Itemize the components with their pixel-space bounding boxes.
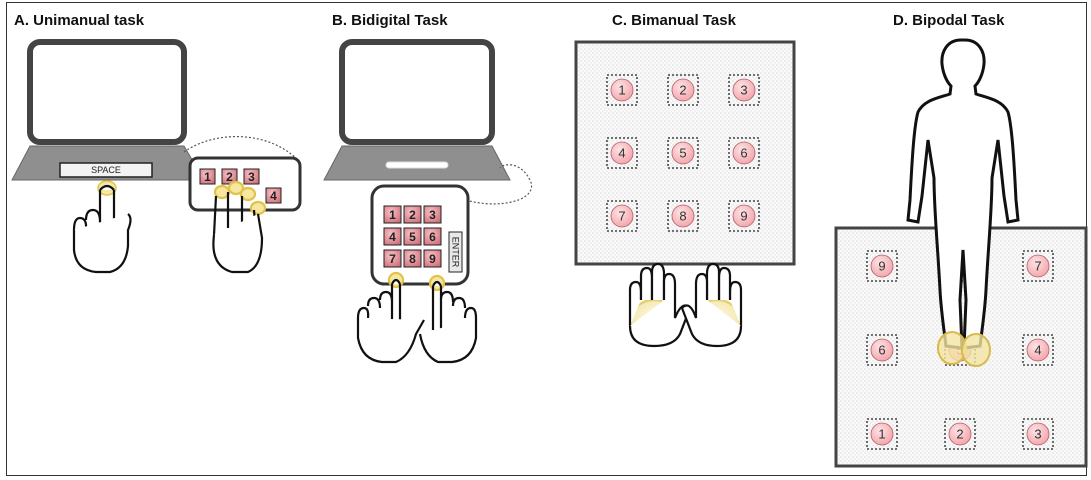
bipodal-target xyxy=(870,338,894,362)
keypad-b-key-label: 4 xyxy=(389,230,396,244)
keypad-b-key-label: 2 xyxy=(409,208,416,222)
keypad-a-key xyxy=(199,168,216,185)
bimanual-target xyxy=(732,141,756,165)
keypad-b-key xyxy=(403,205,422,224)
keypad-a-label-2: 2 xyxy=(226,170,233,184)
standing-person-icon xyxy=(906,38,1020,367)
bipodal-target xyxy=(1026,338,1050,362)
keypad-b-key-label: 9 xyxy=(429,252,436,266)
bipodal-target xyxy=(1026,254,1050,278)
keypad-b-key-label: 8 xyxy=(409,252,416,266)
bimanual-target xyxy=(610,204,634,228)
enter-key xyxy=(448,231,463,273)
keypad-a-key xyxy=(265,187,282,204)
fingers-hand-icon xyxy=(212,180,267,274)
bipodal-target xyxy=(870,254,894,278)
bimanual-target xyxy=(671,204,695,228)
keypad-b-key xyxy=(423,249,442,268)
bipodal-target xyxy=(1026,422,1050,446)
cable-b xyxy=(465,164,533,205)
keypad-b-key xyxy=(383,205,402,224)
keypad-b-key-label: 7 xyxy=(389,252,396,266)
keypad-b-key xyxy=(383,249,402,268)
bimanual-target-label: 5 xyxy=(679,146,686,161)
bimanual-target-label: 7 xyxy=(618,209,625,224)
bipodal-target-frame xyxy=(1022,334,1054,366)
bimanual-target-frame xyxy=(728,137,760,169)
title-bimanual: C. Bimanual Task xyxy=(612,12,736,29)
keypad-b-key-label: 3 xyxy=(429,208,436,222)
bimanual-target-label: 9 xyxy=(740,209,747,224)
keypad-b-key xyxy=(423,205,442,224)
bimanual-target-frame xyxy=(667,74,699,106)
keypad-b-key-label: 5 xyxy=(409,230,416,244)
bipodal-target-frame xyxy=(1022,418,1054,450)
bimanual-target-label: 8 xyxy=(679,209,686,224)
bipodal-target-frame xyxy=(866,250,898,282)
two-palms-icon xyxy=(628,262,743,348)
bimanual-target-frame xyxy=(728,74,760,106)
space-key-label: SPACE xyxy=(91,165,121,175)
bimanual-target-label: 6 xyxy=(740,146,747,161)
bimanual-target xyxy=(732,78,756,102)
bimanual-target xyxy=(671,141,695,165)
bimanual-target-frame xyxy=(667,137,699,169)
keypad-b-key xyxy=(403,227,422,246)
bipodal-target-label: 1 xyxy=(878,427,885,442)
bimanual-target xyxy=(610,78,634,102)
bipodal-target-frame xyxy=(866,418,898,450)
bimanual-target xyxy=(610,141,634,165)
enter-key-label: ENTER xyxy=(451,237,461,268)
bipodal-target xyxy=(948,422,972,446)
keypad-b-key xyxy=(403,249,422,268)
keypad-b-key xyxy=(423,227,442,246)
bipodal-target-label: 7 xyxy=(1034,259,1041,274)
keypad-b-key-label: 6 xyxy=(429,230,436,244)
title-bipodal: D. Bipodal Task xyxy=(893,12,1005,29)
keypad-a-label-4: 4 xyxy=(270,189,277,203)
cable-a xyxy=(183,136,301,163)
keypad-b-key-label: 1 xyxy=(389,208,396,222)
laptop-b xyxy=(323,39,511,181)
bipodal-target-frame xyxy=(1022,250,1054,282)
bipodal-target-frame xyxy=(944,418,976,450)
bimanual-target-frame xyxy=(606,200,638,232)
bipodal-target-label: 3 xyxy=(1034,427,1041,442)
bimanual-target-frame xyxy=(606,74,638,106)
bimanual-target-label: 3 xyxy=(740,83,747,98)
board-c: 1 2 3 4 5 6 7 8 9 xyxy=(574,40,796,266)
bipodal-target xyxy=(870,422,894,446)
keypad-b-key xyxy=(383,227,402,246)
bimanual-target-label: 2 xyxy=(679,83,686,98)
bimanual-target-frame xyxy=(667,200,699,232)
two-hands-icon xyxy=(356,271,478,364)
bipodal-target-label: 6 xyxy=(878,343,885,358)
bimanual-target xyxy=(732,204,756,228)
title-unimanual: A. Unimanual task xyxy=(14,12,145,29)
bimanual-target-frame xyxy=(606,137,638,169)
title-bidigital: B. Bidigital Task xyxy=(332,12,448,29)
bipodal-target-frame xyxy=(866,334,898,366)
bimanual-target-label: 1 xyxy=(618,83,625,98)
keypad-a: 1 2 3 4 xyxy=(188,156,302,212)
bipodal-target-label: 2 xyxy=(956,427,963,442)
keypad-a-label-1: 1 xyxy=(204,170,211,184)
bimanual-target xyxy=(671,78,695,102)
keypad-a-label-3: 3 xyxy=(248,170,255,184)
bipodal-target-label: 9 xyxy=(878,259,885,274)
bipodal-target-label: 4 xyxy=(1034,343,1041,358)
bimanual-target-label: 4 xyxy=(618,146,625,161)
pointing-hand-icon xyxy=(72,184,132,274)
bimanual-target-frame xyxy=(728,200,760,232)
keypad-a-key xyxy=(243,168,260,185)
laptop-a: SPACE xyxy=(11,39,205,196)
